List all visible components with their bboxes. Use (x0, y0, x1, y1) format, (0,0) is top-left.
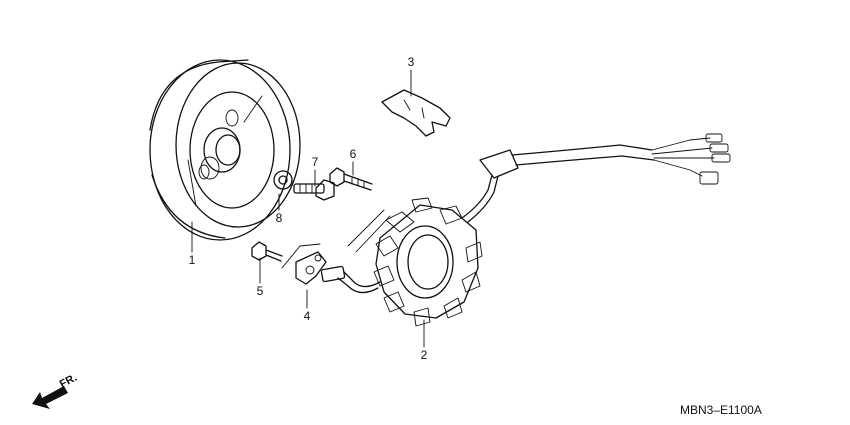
stator-part (320, 133, 731, 327)
front-direction-arrow-icon (32, 386, 68, 409)
callout-5: 5 (257, 284, 264, 298)
diagram-code: MBN3–E1100A (680, 403, 762, 417)
callout-6: 6 (350, 147, 357, 161)
bracket-part (295, 251, 327, 285)
callout-2: 2 (421, 348, 428, 362)
bolt-5-part (251, 241, 283, 262)
callout-3: 3 (408, 55, 415, 69)
bolt-6-part (329, 167, 373, 191)
wire-clamp-part (381, 89, 451, 137)
flywheel-part (149, 59, 301, 241)
callout-8: 8 (276, 211, 283, 225)
leader-lines (191, 69, 425, 348)
washer-part (273, 170, 293, 190)
bolt-7-part (293, 179, 335, 201)
callout-1: 1 (189, 253, 196, 267)
direction-label: FR. (58, 372, 79, 391)
callout-7: 7 (312, 155, 319, 169)
callout-4: 4 (304, 309, 311, 323)
